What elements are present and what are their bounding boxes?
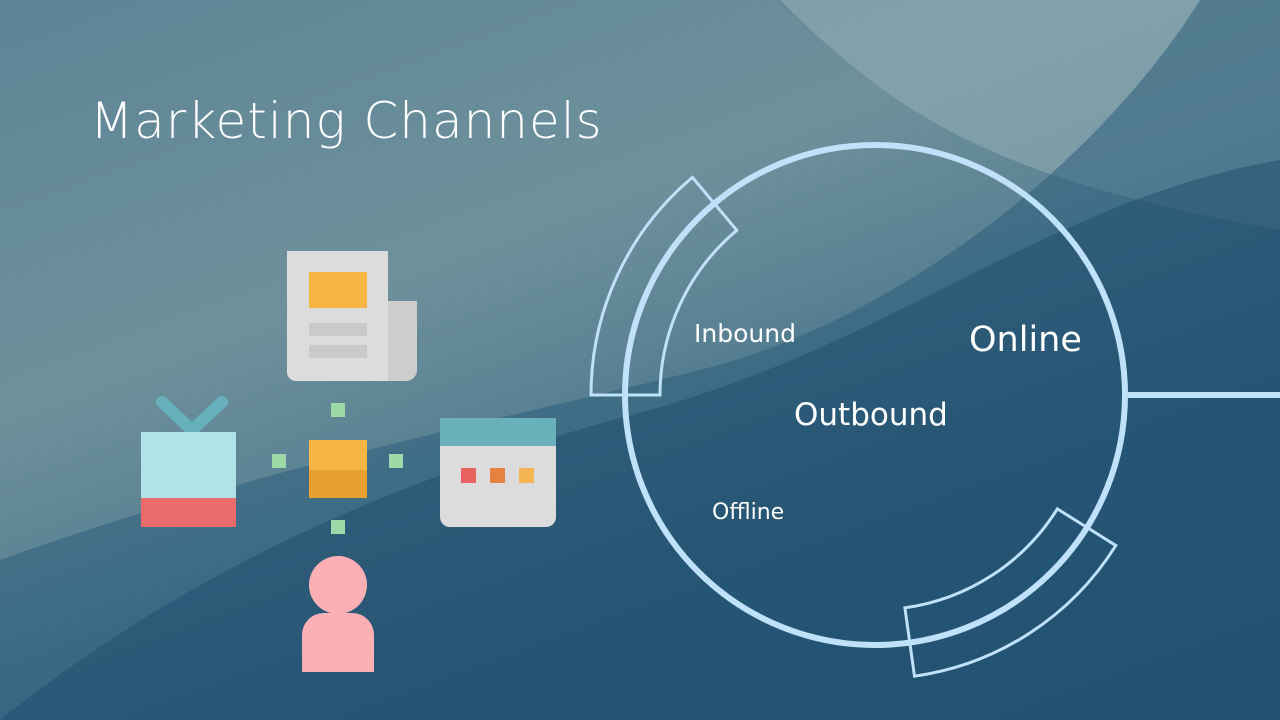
tv-icon: [141, 396, 236, 527]
label-inbound: Inbound: [694, 319, 796, 348]
arc-segment-offline: [903, 506, 1118, 678]
newspaper-icon: [287, 251, 417, 381]
outer-ring: [622, 142, 1128, 648]
page-title: Marketing Channels: [90, 92, 603, 150]
person-icon: [302, 556, 374, 672]
label-online: Online: [969, 320, 1082, 360]
browser-window-icon: [440, 418, 556, 527]
hub-icon: [272, 403, 403, 534]
label-outbound: Outbound: [794, 397, 948, 433]
label-offline: Offline: [712, 500, 785, 525]
arc-segment-inbound: [589, 175, 739, 397]
